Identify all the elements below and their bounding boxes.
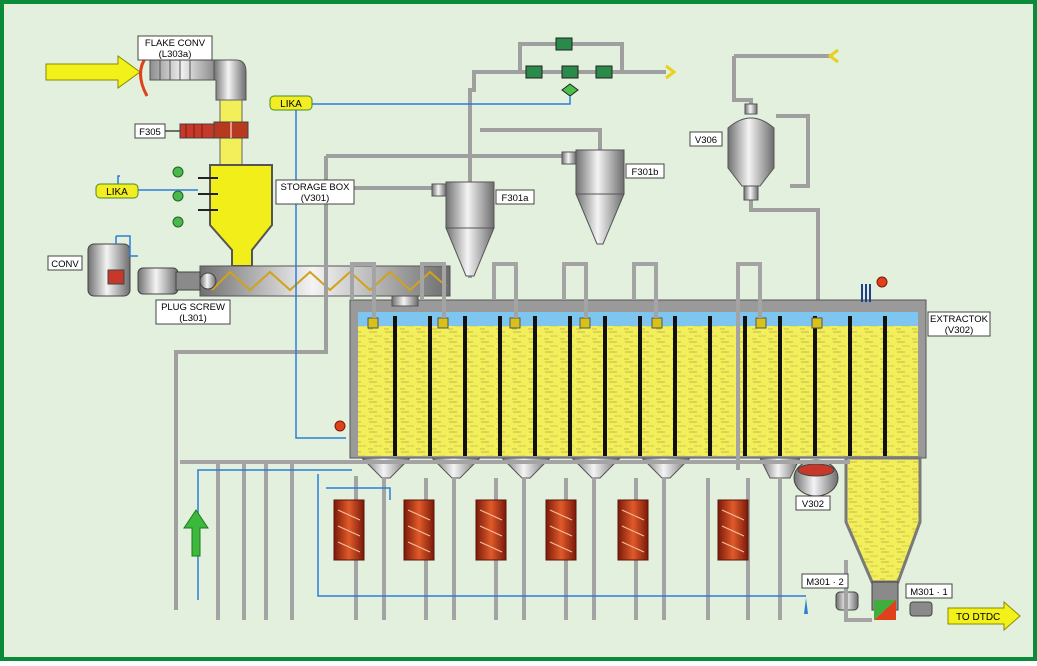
svg-text:FLAKE CONV: FLAKE CONV	[145, 38, 206, 49]
svg-text:V306: V306	[695, 135, 717, 146]
flake-conveyor	[149, 59, 247, 101]
extractor-v302	[349, 299, 927, 459]
tank-v306	[727, 103, 775, 201]
motor-icon	[87, 243, 201, 297]
svg-text:F305: F305	[139, 127, 161, 138]
green-arrow-up-icon	[183, 509, 209, 557]
status-light-icon	[876, 276, 888, 288]
svg-text:(L301): (L301)	[179, 313, 206, 324]
svg-text:V302: V302	[802, 499, 824, 510]
svg-text:M301 · 2: M301 · 2	[806, 577, 844, 588]
label-f301b: F301b	[625, 163, 665, 179]
rotary-valve-icon	[213, 121, 249, 139]
svg-text:LIKA: LIKA	[106, 187, 128, 198]
svg-text:(L303a): (L303a)	[159, 49, 192, 60]
blue-return-lines	[197, 469, 806, 600]
svg-text:LIKA: LIKA	[280, 99, 302, 110]
svg-text:F301b: F301b	[632, 167, 659, 178]
label-v306: V306	[689, 131, 723, 147]
label-storage-box: STORAGE BOX (V301)	[275, 179, 355, 205]
label-to-dtdc: TO DTDC	[956, 612, 1000, 623]
svg-text:M301 · 1: M301 · 1	[910, 587, 948, 598]
lika-tag-left: LIKA	[95, 183, 139, 199]
vent-outlet-icon	[827, 48, 839, 64]
heater-coils	[337, 509, 745, 553]
svg-text:(V302): (V302)	[945, 325, 974, 336]
vent-outlet-icon	[665, 64, 677, 80]
label-m301-2: M301 · 2	[801, 573, 849, 589]
lika-tag-top: LIKA	[269, 95, 313, 111]
cyclone-f301a	[431, 181, 495, 277]
label-m301-1: M301 · 1	[905, 583, 953, 599]
cyclone-f301b	[561, 149, 625, 245]
label-extractor: EXTRACTOK (V302)	[927, 311, 991, 337]
blue-arrow-up-icon	[804, 598, 808, 614]
discharge-hopper	[844, 456, 922, 620]
label-v302: V302	[795, 495, 831, 511]
svg-text:STORAGE BOX: STORAGE BOX	[281, 182, 351, 193]
status-light-icon	[172, 166, 184, 228]
agitator-icon	[861, 284, 871, 302]
label-flake-conv: FLAKE CONV (L303a)	[137, 35, 213, 61]
v302-drive-icon	[793, 459, 839, 497]
status-light-icon	[334, 420, 346, 432]
svg-text:EXTRACTOK: EXTRACTOK	[930, 314, 989, 325]
feed-arrow-icon	[45, 55, 141, 89]
level-sensors-icon	[198, 177, 218, 211]
svg-text:(V301): (V301)	[301, 193, 330, 204]
label-plug-screw: PLUG SCREW (L301)	[155, 299, 231, 325]
label-conv: CONV	[47, 255, 83, 271]
miscella-pipes	[350, 262, 762, 470]
label-f301a: F301a	[495, 189, 535, 205]
svg-text:F301a: F301a	[502, 193, 530, 204]
svg-text:PLUG SCREW: PLUG SCREW	[161, 302, 225, 313]
yellow-arrow-right-icon	[947, 600, 1021, 632]
svg-text:CONV: CONV	[51, 259, 79, 270]
valve-icon	[525, 37, 613, 97]
f305-magnet	[165, 123, 215, 139]
label-f305: F305	[134, 123, 166, 139]
inspection-port-icon	[391, 295, 419, 307]
